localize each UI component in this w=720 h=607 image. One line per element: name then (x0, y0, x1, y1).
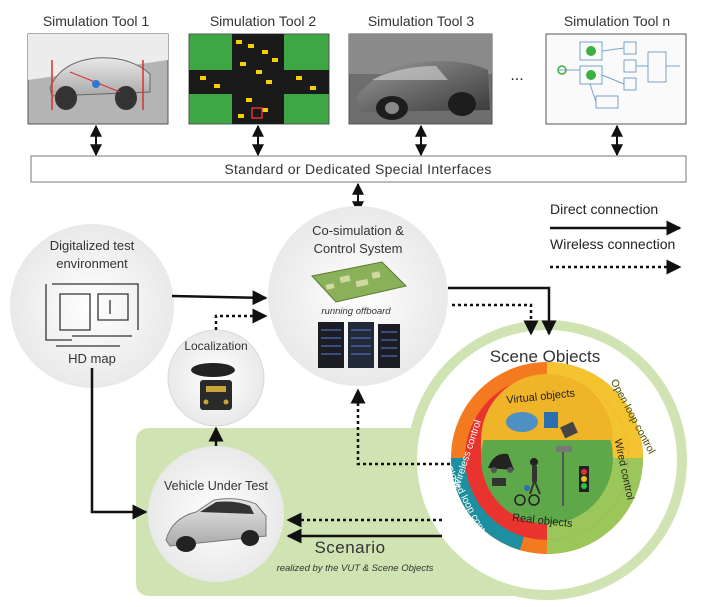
localization-to-cosim-arrow (214, 308, 268, 330)
tool-label-1: Simulation Tool 1 (43, 13, 150, 29)
hdmap-to-cosim-arrow (171, 290, 268, 306)
hdmap-caption: HD map (68, 351, 116, 366)
tool-interface-arrows (90, 124, 623, 157)
server-rack-image (318, 322, 400, 368)
hdmap-to-vut-arrow (90, 368, 148, 520)
tool-label-2: Simulation Tool 2 (210, 13, 317, 29)
block-diagram-image (545, 33, 687, 125)
tools-ellipsis: ... (510, 67, 523, 84)
cosim-to-scene-wireless-arrow (452, 303, 539, 336)
cosim-title-line2: Control System (314, 241, 403, 256)
scenario-title: Scenario (314, 538, 385, 557)
scene-object-icons (488, 412, 589, 506)
hdmap-node (10, 224, 174, 388)
car-render-image (348, 33, 493, 125)
hd-map-image (45, 283, 139, 347)
scene-objects-title: Scene Objects (490, 347, 601, 366)
gnss-receiver-image (191, 363, 235, 410)
interface-label: Standard or Dedicated Special Interfaces (224, 161, 491, 177)
legend: Direct connection Wireless connection (550, 201, 682, 275)
scenario-subtitle: realized by the VUT & Scene Objects (277, 563, 434, 574)
localization-label: Localization (184, 339, 247, 353)
scene-to-cosim-wireless-arrow (350, 388, 450, 466)
circuit-board-image (311, 261, 407, 303)
cosim-title-line1: Co-simulation & (312, 223, 404, 238)
legend-wireless-label: Wireless connection (550, 236, 675, 252)
traffic-intersection-image (188, 33, 330, 125)
tool-label-3: Simulation Tool 3 (368, 13, 475, 29)
hdmap-title-line1: Digitalized test (50, 238, 135, 253)
cosim-caption: running offboard (321, 306, 391, 317)
hdmap-title-line2: environment (56, 256, 128, 271)
interface-bar (30, 155, 687, 183)
tool-label-n: Simulation Tool n (564, 13, 670, 29)
legend-direct-label: Direct connection (550, 201, 658, 217)
car-chassis-image (27, 33, 169, 125)
cosim-to-scene-direct-arrow (448, 286, 557, 336)
vut-label: Vehicle Under Test (164, 479, 269, 493)
sedan-car-image (165, 498, 267, 552)
scene-objects-wheel (451, 362, 643, 554)
